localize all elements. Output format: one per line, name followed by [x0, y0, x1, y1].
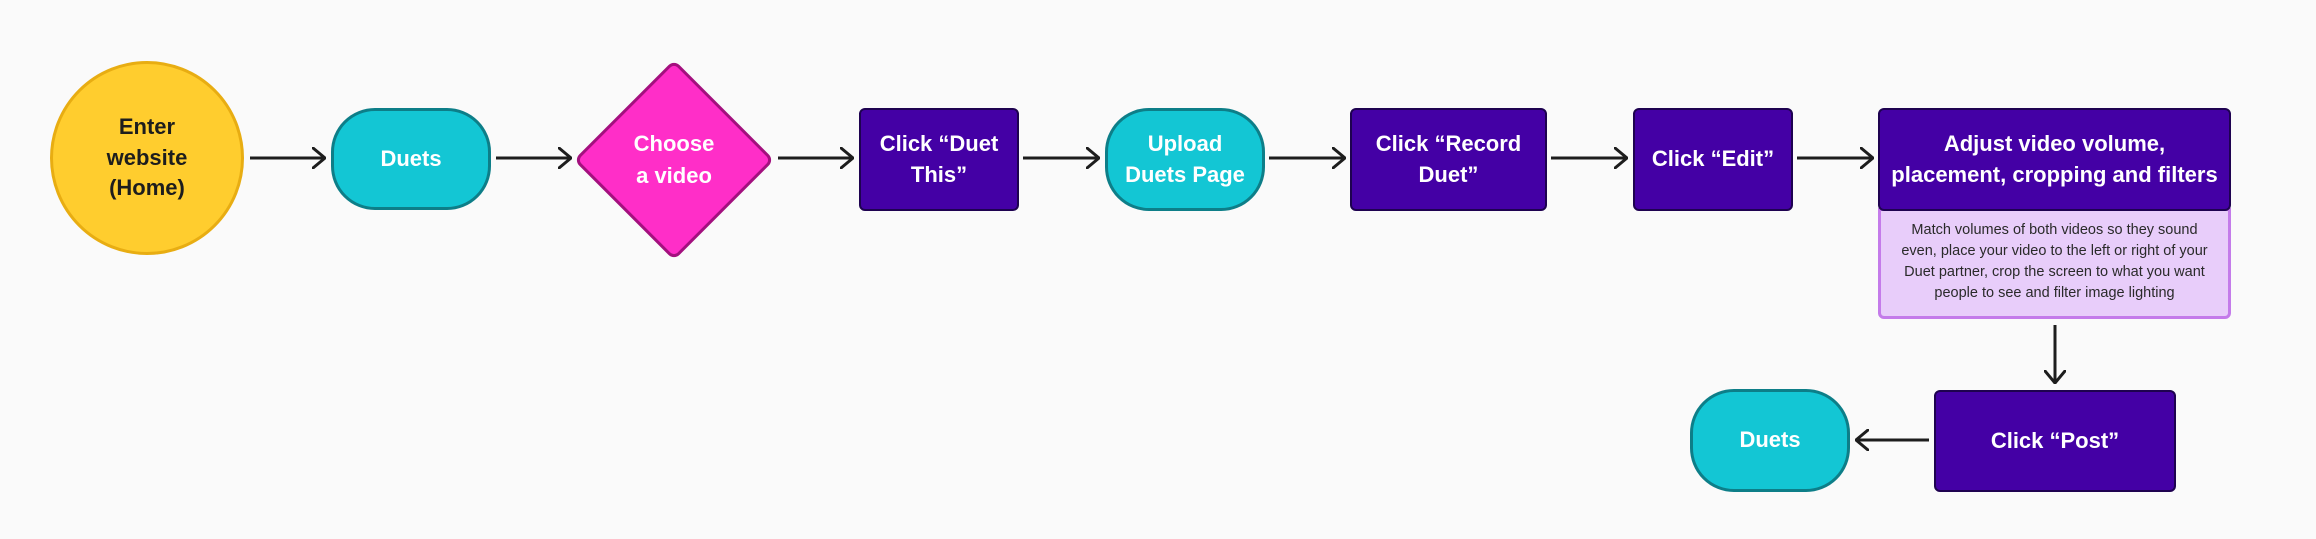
upload-duets-page-node: Upload Duets Page [1105, 108, 1265, 211]
click-record-duet-node: Click “Record Duet” [1350, 108, 1547, 211]
duets-terminal-label: Duets [380, 145, 442, 171]
duets-end-terminal-node: Duets [1690, 389, 1850, 492]
choose-video-decision-node: Choose a video [573, 59, 775, 261]
adjust-video-node: Adjust video volume, placement, cropping… [1878, 108, 2231, 211]
duets-terminal-node: Duets [331, 108, 491, 210]
click-edit-node: Click “Edit” [1633, 108, 1793, 211]
click-duet-this-label: Click “Duet This” [879, 130, 999, 187]
adjust-video-label: Adjust video volume, placement, cropping… [1891, 130, 2218, 187]
click-post-label: Click “Post” [1990, 427, 2120, 453]
click-duet-this-node: Click “Duet This” [859, 108, 1019, 211]
adjust-video-note-text: Match volumes of both videos so they sou… [1901, 222, 2208, 302]
choose-video-label: Choose a video [633, 131, 715, 188]
upload-duets-page-label: Upload Duets Page [1125, 130, 1245, 187]
click-record-duet-label: Click “Record Duet” [1375, 130, 1522, 187]
start-node-label: Enter website (Home) [106, 113, 188, 201]
adjust-video-note: Match volumes of both videos so they sou… [1878, 208, 2231, 319]
duets-end-terminal-label: Duets [1739, 427, 1801, 453]
click-post-node: Click “Post” [1934, 390, 2176, 492]
click-edit-label: Click “Edit” [1651, 146, 1775, 172]
start-node-enter-website: Enter website (Home) [50, 61, 244, 255]
